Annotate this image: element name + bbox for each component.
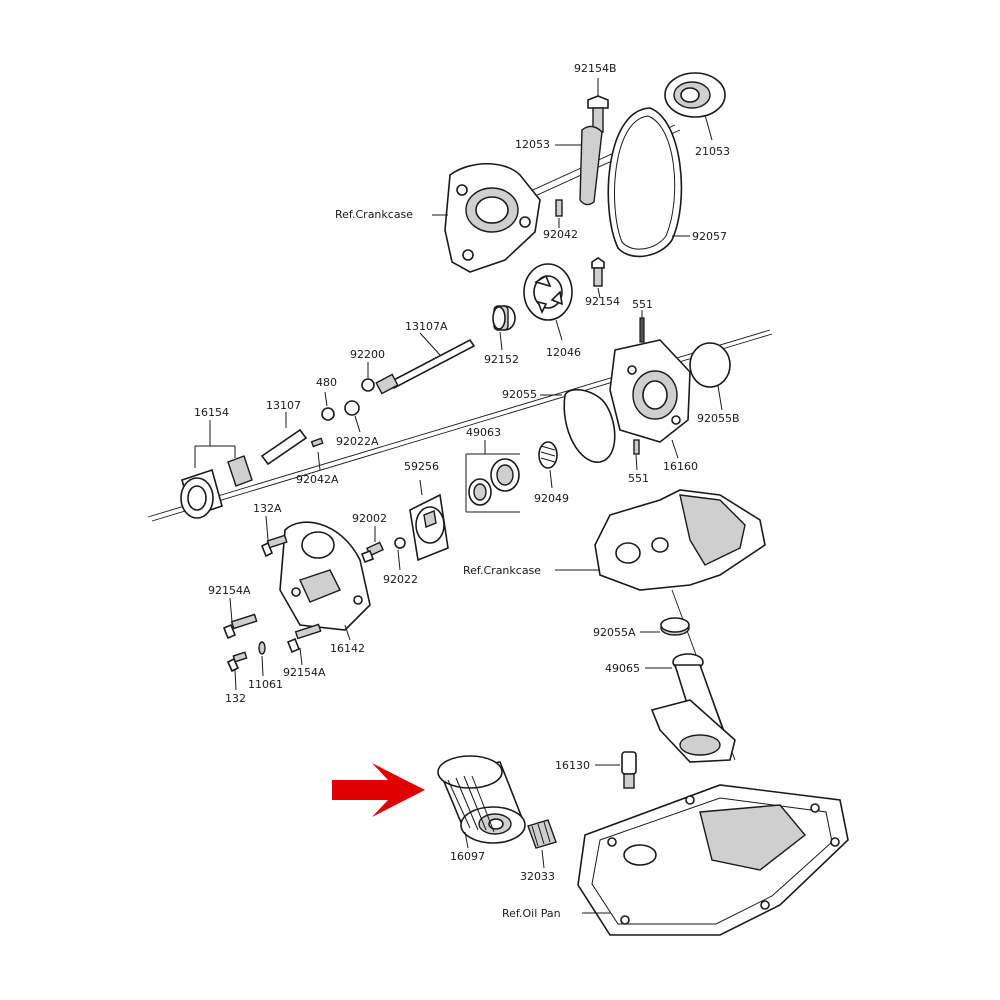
- gasket-92055: [540, 388, 616, 463]
- bolt-92002: [360, 526, 384, 564]
- label-16160: 16160: [663, 460, 698, 473]
- label-ref-crankcase-lower: Ref.Crankcase: [463, 564, 541, 577]
- label-21053: 21053: [695, 145, 730, 158]
- pump-cover-16142: [279, 521, 371, 641]
- callout-labels: 92154B 12053 21053 Ref.Crankcase 92042 9…: [194, 62, 740, 920]
- oring-92055A: [640, 617, 690, 636]
- crankcase-upper: [432, 162, 541, 273]
- bolt-92154A-left: [222, 597, 258, 640]
- label-551-top: 551: [632, 298, 653, 311]
- spring-92049: [538, 441, 558, 489]
- label-92042: 92042: [543, 228, 578, 241]
- label-16142: 16142: [330, 642, 365, 655]
- label-49063: 49063: [466, 426, 501, 439]
- pin-551-top: [639, 310, 645, 343]
- label-92022: 92022: [383, 573, 418, 586]
- label-92022A: 92022A: [336, 435, 379, 448]
- drive-chain-92057: [607, 107, 690, 258]
- label-59256: 59256: [404, 460, 439, 473]
- pump-rotor-16154: [180, 420, 253, 519]
- label-92057: 92057: [692, 230, 727, 243]
- label-92154A-right: 92154A: [283, 666, 326, 679]
- label-132: 132: [225, 692, 246, 705]
- pump-body-16160: [609, 339, 691, 459]
- impeller-59256: [409, 479, 449, 562]
- bolt-92154B: [587, 78, 609, 133]
- label-92002: 92002: [352, 512, 387, 525]
- shaft-13107: [260, 412, 308, 466]
- shaft-13107A: [375, 332, 476, 395]
- plug-16130: [595, 751, 637, 789]
- pin-92200: [361, 362, 375, 392]
- collar-92152: [492, 305, 516, 351]
- label-480: 480: [316, 376, 337, 389]
- label-92152: 92152: [484, 353, 519, 366]
- washer-11061: [258, 641, 266, 677]
- label-92154: 92154: [585, 295, 620, 308]
- ring-92022: [394, 537, 406, 571]
- label-16130: 16130: [555, 759, 590, 772]
- label-16154: 16154: [194, 406, 229, 419]
- dowel-92042: [555, 199, 563, 228]
- label-13107: 13107: [266, 399, 301, 412]
- label-92055B: 92055B: [697, 412, 740, 425]
- chain-guide-12053: [555, 125, 603, 206]
- bolt-132: [226, 651, 248, 691]
- pin-92042A: [310, 437, 324, 471]
- crankcase-lower: [555, 489, 766, 591]
- relief-valve-49063: [465, 440, 520, 513]
- label-92200: 92200: [350, 348, 385, 361]
- label-92154B: 92154B: [574, 62, 617, 75]
- label-16097: 16097: [450, 850, 485, 863]
- label-12053: 12053: [515, 138, 550, 151]
- label-ref-oil-pan: Ref.Oil Pan: [502, 907, 561, 920]
- label-132A: 132A: [253, 502, 282, 515]
- pin-551-bottom: [633, 439, 640, 471]
- gear-12046: [523, 263, 573, 341]
- arrow-right-icon: [332, 763, 425, 817]
- label-12046: 12046: [546, 346, 581, 359]
- label-92055: 92055: [502, 388, 537, 401]
- oil-pan: [577, 784, 849, 936]
- label-551-bottom: 551: [628, 472, 649, 485]
- label-92055A: 92055A: [593, 626, 636, 639]
- label-92049: 92049: [534, 492, 569, 505]
- bolt-132A: [260, 515, 288, 558]
- label-49065: 49065: [605, 662, 640, 675]
- oring-92055B: [689, 342, 731, 411]
- oil-filter-16097: [437, 755, 526, 849]
- label-92154A-left: 92154A: [208, 584, 251, 597]
- label-32033: 32033: [520, 870, 555, 883]
- fitting-32033: [527, 819, 557, 869]
- bolt-92154: [591, 257, 605, 299]
- ring-92022A: [344, 400, 361, 433]
- label-11061: 11061: [248, 678, 283, 691]
- strainer-49065: [645, 653, 736, 763]
- label-13107A: 13107A: [405, 320, 448, 333]
- oring-480: [321, 391, 335, 421]
- label-92042A: 92042A: [296, 473, 339, 486]
- label-ref-crankcase-upper: Ref.Crankcase: [335, 208, 413, 221]
- bolt-92154A-right: [286, 623, 322, 666]
- sprocket-21053: [664, 72, 726, 141]
